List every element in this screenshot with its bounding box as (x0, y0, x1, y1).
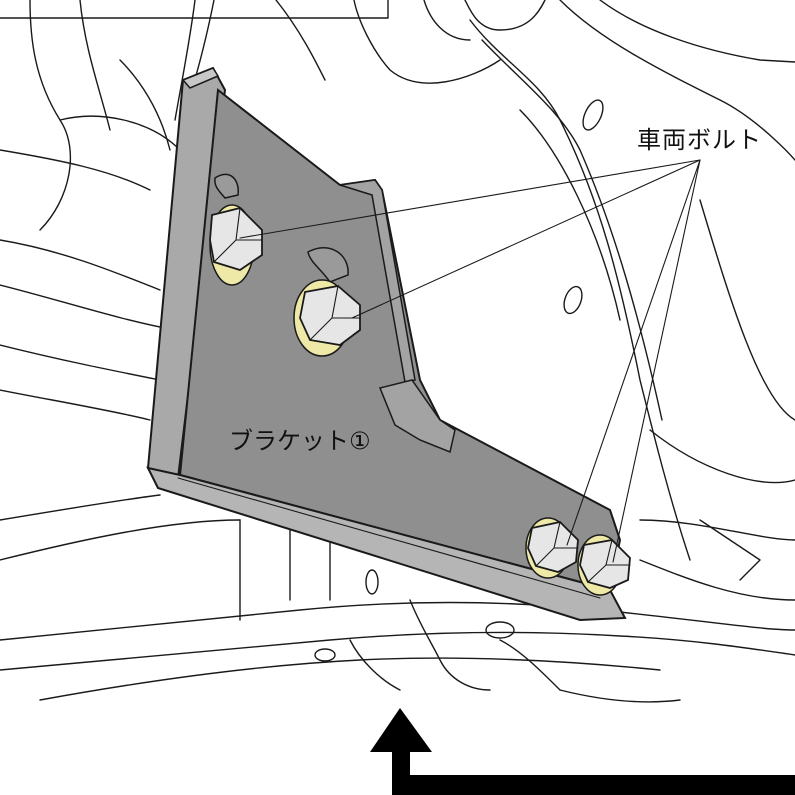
bolt-lower-1 (525, 517, 579, 579)
bolt-lower-2 (577, 534, 631, 596)
bracket-label: ブラケット① (229, 427, 371, 455)
vehicle-bolts-label: 車両ボルト (637, 126, 762, 154)
vehicle-body-lineart (0, 0, 795, 703)
direction-arrow-icon (370, 708, 795, 795)
bracket (146, 66, 627, 622)
leader-lines (239, 159, 701, 563)
bolt-center (293, 279, 361, 357)
bolt-upper-left (209, 204, 263, 286)
